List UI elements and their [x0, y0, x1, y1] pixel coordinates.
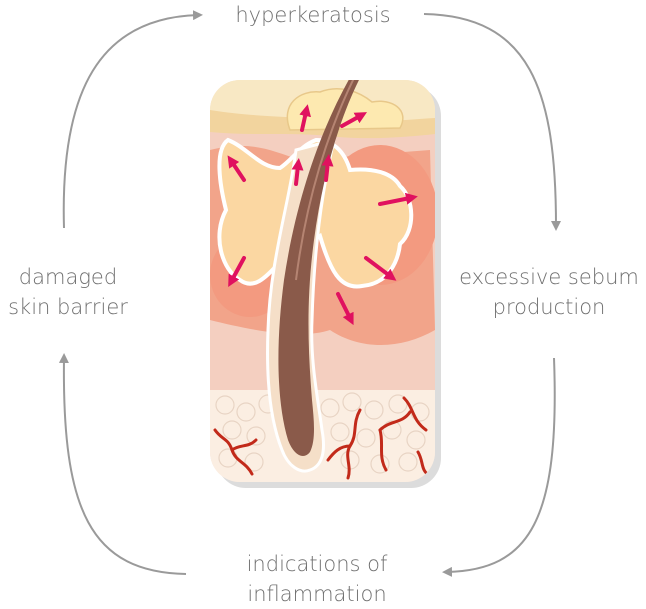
follicle-arrow-icon: [340, 112, 367, 128]
hair-follicle-illustration: [210, 80, 441, 488]
follicle-arrow-icon: [227, 155, 246, 182]
label-damaged-barrier: damaged skin barrier: [8, 265, 128, 319]
label-inflammation: indications of inflammation: [246, 552, 388, 606]
cycle-arrows: [58, 10, 561, 577]
follicle-arrow-icon: [336, 292, 354, 326]
cycle-arrow-icon: [423, 13, 561, 231]
follicle-arrow-icon: [299, 104, 311, 132]
follicle-arrow-icon: [291, 158, 304, 186]
follicle-arrow-icon: [364, 256, 397, 281]
cycle-arrow-icon: [442, 357, 556, 577]
label-hyperkeratosis: hyperkeratosis: [235, 3, 391, 27]
follicle-arrow-icon: [378, 192, 418, 206]
label-excessive-sebum: excessive sebum production: [459, 265, 639, 319]
follicle-arrow-icon: [228, 256, 246, 288]
cycle-arrow-icon: [58, 353, 187, 575]
follicle-arrow-icon: [321, 154, 334, 182]
cycle-arrow-icon: [62, 10, 203, 229]
